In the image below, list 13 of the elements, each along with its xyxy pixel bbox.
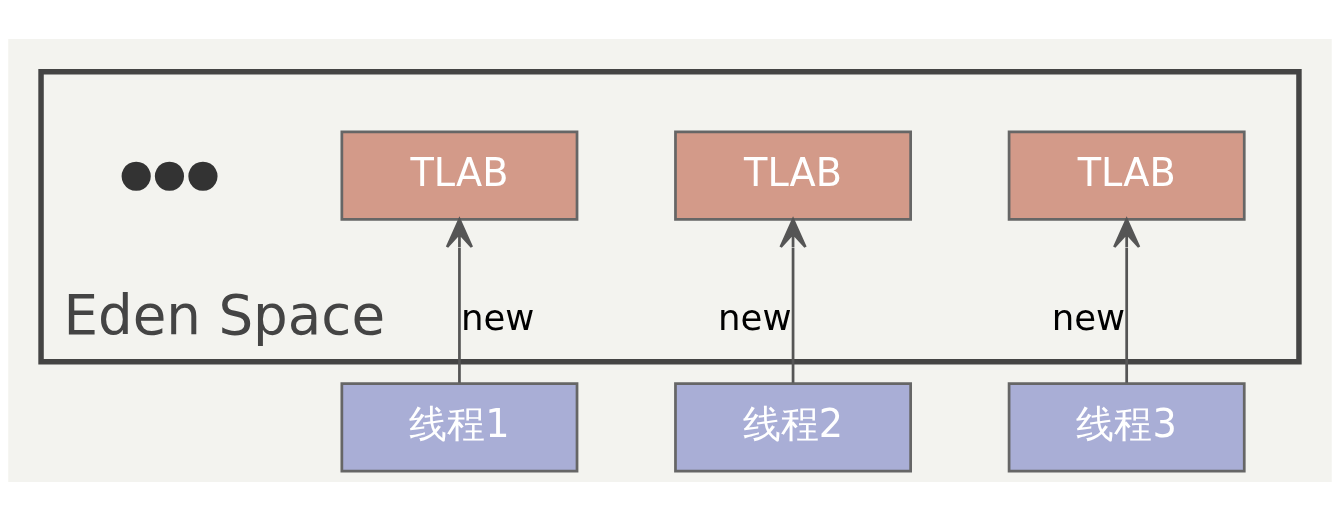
node-box: TLAB (340, 130, 579, 221)
arrow (445, 217, 474, 383)
node-box: TLAB (1007, 130, 1246, 221)
node-box: TLAB (674, 130, 912, 221)
arrow (1113, 217, 1141, 383)
node-box: 线程1 (340, 381, 579, 472)
node-box: 线程3 (1007, 381, 1246, 472)
edge-label: new (1051, 296, 1126, 338)
label: ●●● (119, 149, 220, 195)
arrow (779, 217, 807, 383)
edge-label: new (461, 296, 535, 338)
edge-label: new (718, 296, 792, 338)
node-box: 线程2 (674, 381, 912, 472)
